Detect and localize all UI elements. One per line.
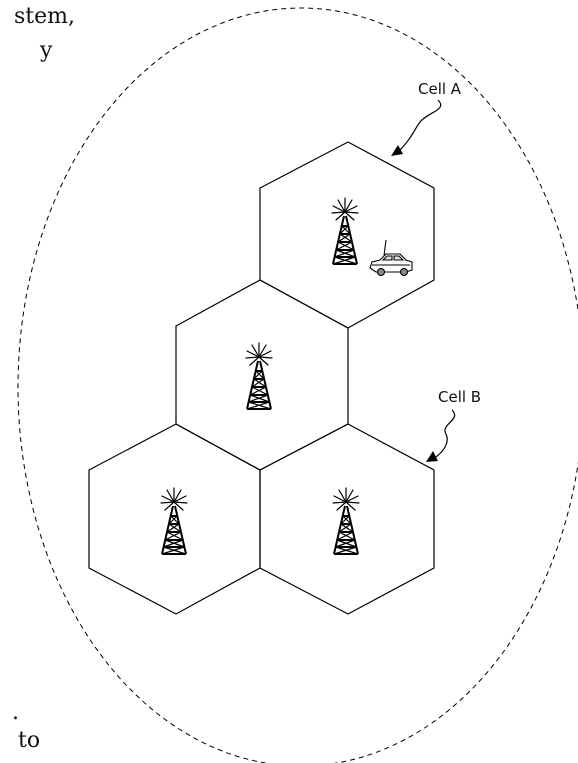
clipped-text-bottom-2: to xyxy=(18,728,41,753)
clipped-text-top-2: y xyxy=(40,38,53,63)
cell-grid xyxy=(88,141,435,615)
cell-tower-icon xyxy=(331,197,359,265)
cell-b-label: Cell B xyxy=(438,388,481,406)
cell-tower-icon xyxy=(332,487,360,555)
arrow-head xyxy=(391,145,403,156)
car-icon xyxy=(369,239,413,277)
coverage-ellipse xyxy=(17,7,578,763)
cell-b-pointer xyxy=(432,409,456,460)
clipped-text-bottom-1: . xyxy=(12,700,19,725)
cell-tower-icon xyxy=(160,487,188,555)
clipped-text-top-1: stem, xyxy=(14,4,76,29)
cell-a-pointer xyxy=(397,99,442,153)
cell-hexagon-middle xyxy=(175,279,349,471)
cell-hexagon-bottom-right xyxy=(259,423,435,615)
cell-tower-icon xyxy=(245,342,273,410)
cell-a-label: Cell A xyxy=(418,80,462,98)
arrow-head xyxy=(426,451,438,462)
